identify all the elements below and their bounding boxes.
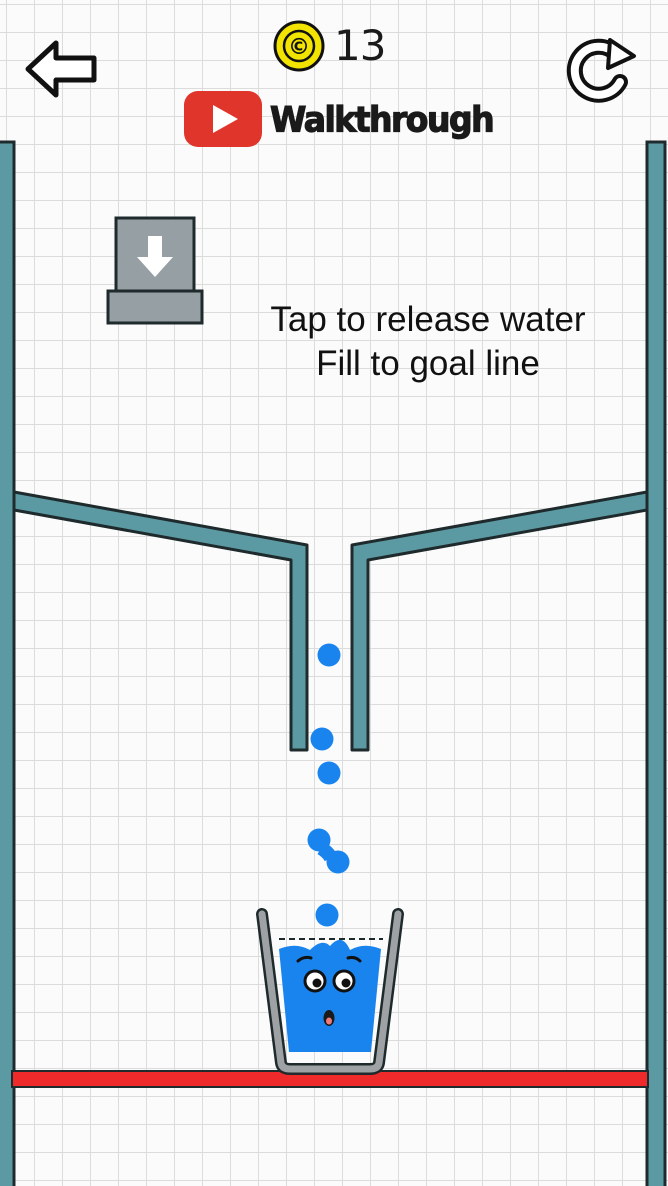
- water-drop: [315, 903, 339, 927]
- restart-button[interactable]: [558, 34, 640, 106]
- walkthrough-label: Walkthrough: [269, 98, 495, 140]
- youtube-play-icon: [184, 91, 262, 147]
- back-button[interactable]: [22, 36, 100, 102]
- funnel-right: [350, 490, 649, 752]
- funnel-left: [12, 490, 309, 752]
- down-arrow-icon: [137, 236, 173, 277]
- walkthrough-button[interactable]: Walkthrough: [182, 88, 495, 150]
- right-wall: [645, 140, 667, 1186]
- water-drop: [317, 761, 341, 785]
- water-drop: [317, 643, 341, 667]
- instruction-line-2: Fill to goal line: [316, 344, 540, 383]
- water-drop: [310, 727, 334, 751]
- water-drops: [307, 643, 350, 927]
- coin-counter: © 13: [272, 18, 386, 74]
- instruction-line-1: Tap to release water: [270, 300, 586, 339]
- coin-symbol: ©: [288, 35, 310, 60]
- glass-water: [279, 939, 381, 1052]
- coin-icon: ©: [273, 20, 325, 72]
- arrow-left-icon: [25, 40, 97, 98]
- instruction-text: Tap to release water Fill to goal line: [228, 298, 628, 386]
- water-dispenser-icon: [106, 216, 204, 325]
- glass-character: [256, 908, 404, 1075]
- coin-count: 13: [334, 21, 386, 70]
- restart-icon: [566, 38, 636, 103]
- right-eyebrow: [346, 955, 362, 963]
- left-wall: [0, 140, 16, 1186]
- left-eyebrow: [296, 955, 313, 963]
- water-drop: [317, 841, 338, 862]
